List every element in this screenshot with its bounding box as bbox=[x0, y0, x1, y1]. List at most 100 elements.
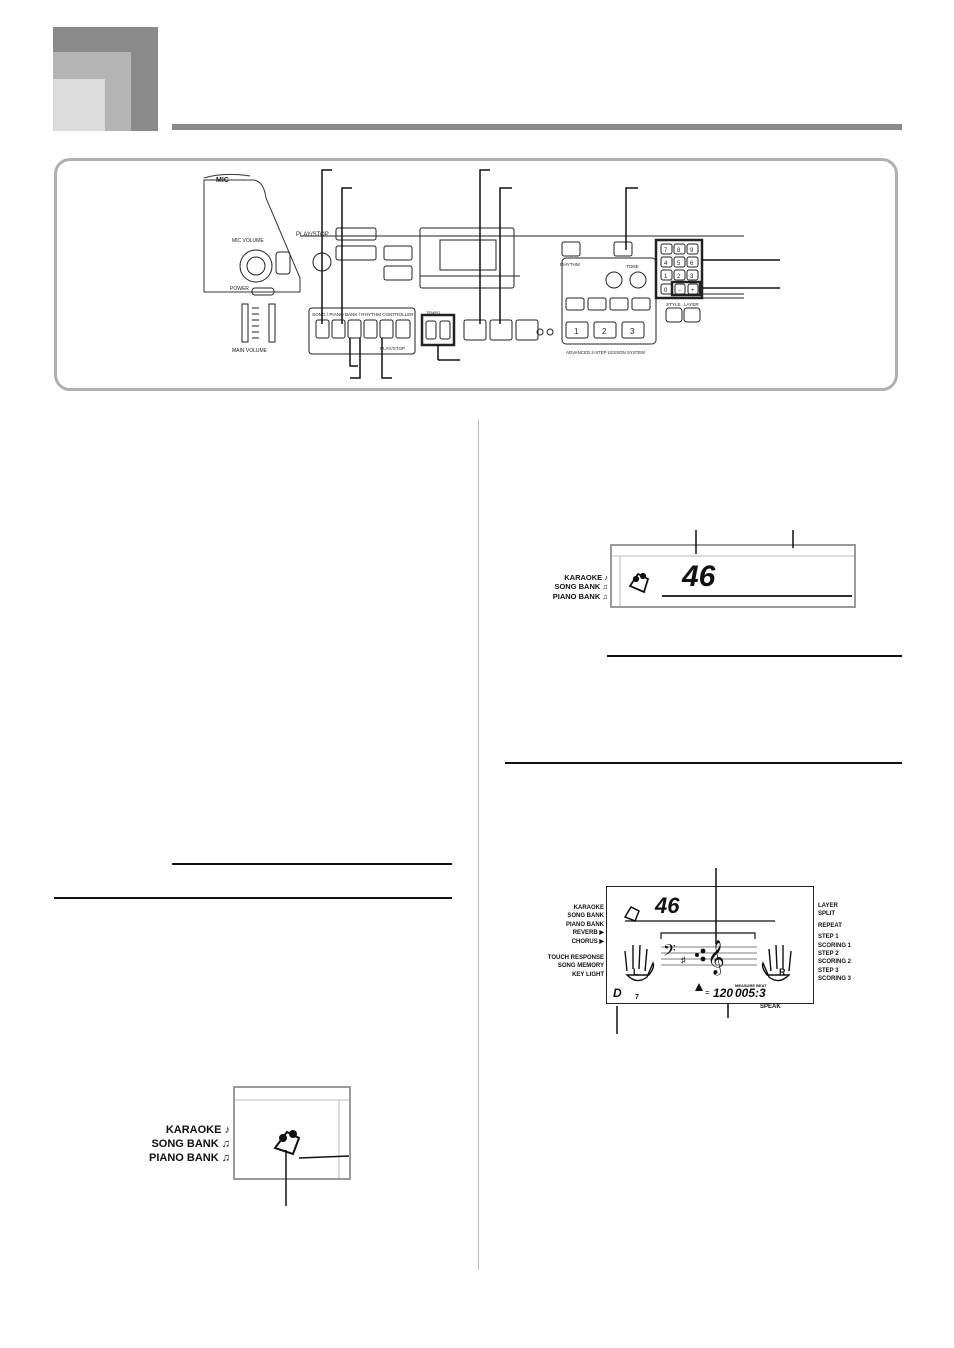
display-a-lcd bbox=[235, 1099, 350, 1178]
mic-volume-label: MIC VOLUME bbox=[232, 238, 264, 244]
note-icon bbox=[700, 948, 706, 954]
song-bank-controller-label: SONG / PIANO BANK / RHYTHM CONTROLLER bbox=[312, 312, 414, 317]
tempo-value: 120 bbox=[713, 986, 733, 1000]
display-c-song-bank-label: SONG BANK bbox=[567, 913, 604, 920]
bass-clef-icon: 𝄢 bbox=[663, 942, 676, 964]
book-icon: ♫ bbox=[602, 582, 608, 592]
display-c-layer-label: LAYER bbox=[818, 903, 838, 909]
layer-label: LAYER bbox=[684, 302, 699, 307]
numpad-key-4[interactable]: 4 bbox=[664, 261, 668, 267]
display-c-touch-response-label: TOUCH RESPONSE bbox=[547, 954, 604, 961]
section-rule-left-top bbox=[172, 863, 452, 865]
display-b-karaoke-label: KARAOKE bbox=[564, 573, 603, 582]
display-b-side-labels: KARAOKE ♪ SONG BANK ♫ PIANO BANK ♫ bbox=[520, 573, 608, 601]
display-c-karaoke-label: KARAOKE bbox=[573, 905, 604, 911]
play-stop-button-label: PLAY/STOP bbox=[380, 346, 405, 351]
right-hand-label: R bbox=[779, 967, 786, 977]
song-bank-icon bbox=[623, 906, 640, 922]
speak-label: SPEAK bbox=[760, 1004, 781, 1010]
numpad-key-6[interactable]: 6 bbox=[690, 261, 694, 267]
display-b-song-bank-label: SONG BANK bbox=[554, 582, 601, 592]
numpad-key-2[interactable]: 2 bbox=[677, 274, 681, 280]
display-c-left-labels: KARAOKE SONG BANK PIANO BANK REVERB ▶ CH… bbox=[540, 904, 604, 979]
power-label: POWER bbox=[230, 286, 249, 292]
display-a-song-bank-label: SONG BANK bbox=[151, 1137, 219, 1150]
step-2-label[interactable]: 2 bbox=[602, 327, 607, 336]
display-c-split-label: SPLIT bbox=[818, 911, 836, 918]
section-rule-right-top bbox=[607, 655, 902, 657]
display-c-key-light-label: KEY LIGHT bbox=[572, 971, 604, 978]
display-c-chorus-label: CHORUS ▶ bbox=[571, 938, 604, 945]
display-c-song-memory-label: SONG MEMORY bbox=[557, 963, 604, 970]
chord-root: D bbox=[613, 986, 622, 1000]
display-c-reverb-label: REVERB ▶ bbox=[572, 930, 604, 937]
numpad-key-7[interactable]: 7 bbox=[664, 248, 668, 254]
display-c-piano-bank-label: PIANO BANK bbox=[565, 921, 604, 928]
sharp-icon: ♯ bbox=[681, 955, 686, 965]
display-b-piano-bank-label: PIANO BANK bbox=[552, 591, 601, 601]
display-b-number: 46 bbox=[681, 560, 716, 593]
rhythm-label: RHYTHM bbox=[560, 262, 580, 267]
numpad-key-3[interactable]: 3 bbox=[690, 274, 694, 280]
song-bank-icon bbox=[273, 1130, 301, 1156]
step-1-label[interactable]: 1 bbox=[574, 327, 579, 336]
measure-beat: 005:3 bbox=[735, 986, 766, 1000]
right-hand-icon bbox=[761, 944, 792, 982]
display-c-scoring-3-label: SCORING 3 bbox=[818, 976, 852, 983]
display-c-scoring-1-label: SCORING 1 bbox=[818, 942, 852, 949]
treble-clef-icon: 𝄞 bbox=[707, 940, 725, 976]
display-c-label-spacer bbox=[540, 946, 604, 954]
book-icon: ♫ bbox=[602, 591, 608, 601]
display-c-step-3-label: STEP 3 bbox=[818, 967, 839, 974]
display-c-step-2-label: STEP 2 bbox=[818, 950, 839, 957]
display-c-step-1-label: STEP 1 bbox=[818, 934, 839, 941]
note-icon bbox=[695, 953, 699, 957]
numpad-key-1[interactable]: 1 bbox=[664, 274, 668, 280]
display-c-lcd: 46 𝄢 𝄞 ♯ L R D 7 = 120 MEASURE bbox=[613, 893, 792, 1001]
section-rule-right bbox=[505, 762, 902, 764]
book-icon: ♫ bbox=[221, 1151, 230, 1164]
display-a-karaoke-label: KARAOKE bbox=[165, 1124, 222, 1136]
numpad-key-9[interactable]: 9 bbox=[690, 248, 694, 254]
style-label: STYLE bbox=[666, 302, 681, 307]
display-c-scoring-2-label: SCORING 2 bbox=[818, 959, 852, 966]
display-b-lcd: 46 bbox=[612, 555, 854, 606]
book-icon: ♫ bbox=[221, 1137, 230, 1150]
display-c-right-labels: LAYER SPLIT REPEAT STEP 1 SCORING 1 STEP… bbox=[818, 902, 898, 984]
numpad-key-5[interactable]: 5 bbox=[677, 261, 681, 267]
keyboard-panel bbox=[54, 158, 898, 391]
tempo-equals: = bbox=[705, 988, 710, 997]
display-a-piano-bank-label: PIANO BANK bbox=[149, 1151, 219, 1164]
song-bank-icon bbox=[628, 572, 650, 594]
tone-label: TONE bbox=[626, 264, 639, 269]
display-a-pointer bbox=[285, 1150, 287, 1206]
display-c-number: 46 bbox=[654, 893, 680, 918]
display-b: 46 bbox=[610, 544, 856, 608]
keyboard-illustration: MIC MIC VOLUME POWER MAIN VOLUME PLAY/ST… bbox=[203, 169, 780, 379]
chord-suffix: 7 bbox=[635, 994, 639, 1001]
corner-tab-inner bbox=[53, 79, 105, 131]
numpad-key-8[interactable]: 8 bbox=[677, 248, 681, 254]
tempo-label: TEMPO bbox=[426, 310, 440, 315]
numpad-key-0[interactable]: 0 bbox=[664, 288, 668, 294]
lesson-system-label: ADVANCED 3-STEP LESSON SYSTEM bbox=[566, 350, 645, 355]
display-c: 46 𝄢 𝄞 ♯ L R D 7 = 120 MEASURE bbox=[606, 886, 814, 1004]
measure-beat-label: MEASURE BEAT bbox=[735, 983, 767, 988]
mic-icon: ♪ bbox=[224, 1124, 231, 1136]
main-volume-label: MAIN VOLUME bbox=[232, 348, 268, 354]
display-a-side-labels: KARAOKE ♪ SONG BANK ♫ PIANO BANK ♫ bbox=[120, 1124, 230, 1165]
section-rule-left bbox=[54, 897, 452, 899]
display-a bbox=[233, 1086, 351, 1180]
play-stop-label: PLAY/STOP bbox=[296, 232, 329, 238]
step-3-label[interactable]: 3 bbox=[630, 327, 635, 336]
left-hand-label: L bbox=[633, 967, 639, 977]
display-c-pointers bbox=[616, 868, 729, 1034]
column-divider bbox=[478, 420, 479, 1270]
left-hand-icon bbox=[624, 944, 655, 982]
mic-icon: ♪ bbox=[604, 573, 608, 582]
display-b-pointers bbox=[695, 530, 794, 554]
header-rule bbox=[172, 124, 902, 130]
numpad-key-minus[interactable]: − bbox=[678, 288, 682, 294]
numpad-key-plus[interactable]: + bbox=[691, 288, 695, 294]
display-c-repeat-label: REPEAT bbox=[818, 922, 842, 929]
